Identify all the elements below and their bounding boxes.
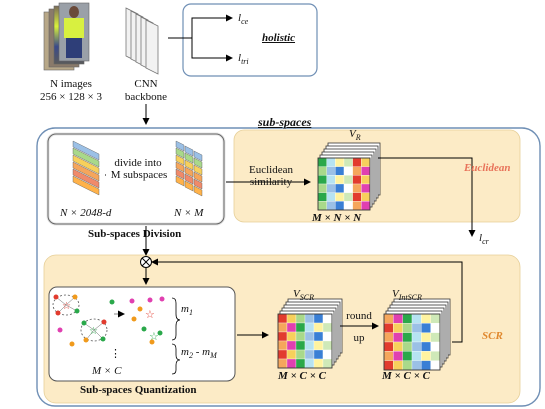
subspaces-title: sub-spaces bbox=[258, 115, 312, 129]
vintscr-label: VIntSCR bbox=[392, 288, 422, 303]
feature-bars-right bbox=[175, 140, 203, 197]
division-caption: Sub-spaces Division bbox=[88, 228, 182, 240]
vertical-dots: ⋮ bbox=[110, 348, 121, 360]
vintscr-dim: M × C × C bbox=[382, 370, 430, 382]
images-label: N images bbox=[50, 78, 92, 90]
input-images-stack bbox=[43, 2, 90, 71]
holistic-box bbox=[182, 3, 318, 77]
subspaces-box bbox=[36, 127, 541, 407]
loss-ce: lce bbox=[238, 12, 249, 27]
cnn-backbone bbox=[125, 7, 159, 75]
quantization-caption: Sub-spaces Quantization bbox=[80, 384, 197, 396]
svg-text:☆: ☆ bbox=[62, 301, 71, 312]
round-up-text-2: up bbox=[353, 332, 365, 344]
quantization-dim: M × C bbox=[92, 365, 122, 377]
scr-label: SCR bbox=[482, 330, 503, 342]
m1-label: m1 bbox=[181, 303, 193, 318]
divide-text-1: divide into bbox=[108, 157, 168, 169]
loss-tri: ltri bbox=[238, 52, 249, 67]
similarity-text-2: similarity bbox=[249, 176, 293, 188]
vscr-label: VSCR bbox=[293, 288, 314, 303]
divide-text-2: M subspaces bbox=[106, 169, 172, 181]
division-right-dim: N × M bbox=[174, 207, 204, 219]
round-up-text-1: round bbox=[346, 310, 372, 322]
image-size-label: 256 × 128 × 3 bbox=[40, 91, 102, 103]
m2-mM-label: m2 - mM bbox=[181, 346, 217, 361]
tensor-vr bbox=[317, 142, 381, 211]
backbone-label-1: CNN bbox=[134, 78, 158, 90]
holistic-label: holistic bbox=[262, 32, 296, 44]
vr-label: VR bbox=[349, 128, 361, 143]
tensor-vscr bbox=[277, 298, 343, 369]
loss-cr: lcr bbox=[479, 232, 489, 247]
similarity-text-1: Euclidean bbox=[249, 164, 293, 176]
svg-text:☆: ☆ bbox=[89, 326, 98, 337]
quantization-box bbox=[48, 286, 236, 382]
tensor-vintscr bbox=[383, 298, 451, 371]
division-left-dim: N × 2048-d bbox=[60, 207, 112, 219]
product-operator bbox=[140, 256, 152, 268]
svg-text:☆: ☆ bbox=[145, 309, 155, 321]
vr-dim: M × N × N bbox=[312, 212, 362, 224]
svg-text:☆: ☆ bbox=[149, 331, 159, 343]
vscr-dim: M × C × C bbox=[278, 370, 326, 382]
feature-bars-left bbox=[72, 140, 100, 196]
cluster-points: ☆ ☆ ☆ ☆ bbox=[52, 294, 181, 375]
euclidean-label: Euclidean bbox=[464, 162, 511, 174]
backbone-label-2: backbone bbox=[124, 91, 168, 103]
